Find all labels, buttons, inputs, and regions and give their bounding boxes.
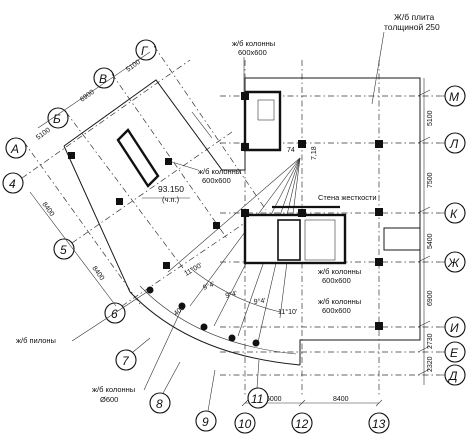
- label-col-top-line1: ж/б колонны: [232, 39, 275, 48]
- label-pylons: ж/б пилоны: [16, 336, 56, 345]
- angle-a2: 9°4': [202, 280, 216, 292]
- axis-marker-B: Б: [47, 107, 69, 129]
- dim-left-8400: 8400: [40, 201, 55, 218]
- axis-marker-M: М: [440, 85, 466, 107]
- svg-text:11: 11: [251, 392, 263, 406]
- axis-marker-12: 12: [291, 412, 313, 434]
- svg-text:М: М: [449, 90, 459, 104]
- svg-text:Е: Е: [450, 346, 459, 360]
- leader-col-round: [143, 307, 183, 391]
- label-slab-line1: Ж/б плита: [394, 12, 435, 22]
- angle-a5: 11°10': [278, 308, 297, 316]
- label-col-top-line2: 600х600: [238, 48, 267, 57]
- axis-marker-E: Е: [440, 341, 466, 363]
- label-col-mid-line1: ж/б колонны: [198, 167, 241, 176]
- svg-text:Д: Д: [447, 369, 458, 383]
- label-elevation: 93.150: [158, 184, 184, 194]
- dim-right-2320: 2320: [427, 356, 434, 372]
- bottom-dimension-chain: [241, 399, 383, 407]
- svg-text:А: А: [10, 142, 19, 156]
- leader-pylons: [71, 289, 151, 342]
- axis-marker-D: Д: [440, 364, 466, 386]
- label-stiff-wall: Стена жесткости: [318, 193, 377, 202]
- svg-text:8: 8: [156, 397, 163, 411]
- svg-text:Б: Б: [53, 112, 61, 126]
- svg-text:13: 13: [372, 417, 386, 431]
- svg-text:И: И: [450, 321, 459, 335]
- svg-text:9: 9: [202, 415, 209, 429]
- svg-text:В: В: [99, 72, 107, 86]
- dim-left-5100-top: 5100: [125, 59, 142, 74]
- svg-text:Л: Л: [449, 137, 459, 151]
- axis-marker-I: И: [440, 316, 466, 338]
- left-dimension-chain: [29, 51, 151, 307]
- svg-text:7: 7: [122, 354, 130, 368]
- dim-left-5100: 5100: [35, 127, 52, 142]
- axis-marker-10: 10: [234, 412, 256, 434]
- dim-right-6900: 6900: [427, 290, 434, 306]
- svg-text:К: К: [450, 207, 458, 221]
- svg-text:6: 6: [111, 307, 118, 321]
- dim-left-6900: 6900: [79, 89, 96, 104]
- label-col-r2-line2: 600х600: [322, 306, 351, 315]
- axis-marker-13: 13: [368, 412, 390, 434]
- axis-marker-9: 9: [195, 369, 217, 432]
- leader-slab: [371, 31, 385, 105]
- axis-marker-V: В: [93, 67, 115, 89]
- axis-marker-11: 11: [247, 359, 269, 409]
- angle-a4: 9°4': [253, 297, 266, 306]
- dim-right-5400: 5400: [427, 233, 434, 249]
- axis-marker-L: Л: [440, 132, 466, 154]
- label-col-r2-line1: ж/б колонны: [318, 297, 361, 306]
- axis-marker-7: 7: [115, 337, 151, 371]
- axis-marker-4: 4: [2, 172, 24, 194]
- dim-bottom-8400: 8400: [333, 396, 349, 403]
- core-walls: [116, 90, 347, 265]
- dim-right-2730: 2730: [427, 333, 434, 349]
- axis-marker-A: А: [5, 137, 27, 159]
- svg-text:4: 4: [9, 177, 16, 191]
- svg-text:10: 10: [238, 417, 252, 431]
- dim-left-8400b: 8400: [90, 265, 105, 282]
- axis-marker-Zh: Ж: [440, 251, 466, 273]
- angle-a3: 9°4': [225, 289, 239, 300]
- svg-text:12: 12: [295, 417, 309, 431]
- dim-right-5100: 5100: [427, 110, 434, 126]
- label-col-mid-line2: 600х600: [202, 176, 231, 185]
- leader-col-mid: [171, 161, 199, 171]
- axis-marker-K: К: [440, 202, 466, 224]
- label-col-r1-line2: 600х600: [322, 276, 351, 285]
- label-col-r1-line1: ж/б колонны: [318, 267, 361, 276]
- dim-inner-74: 74: [287, 147, 295, 154]
- svg-text:Ж: Ж: [447, 256, 460, 270]
- axis-marker-5: 5: [53, 238, 75, 260]
- svg-text:5: 5: [60, 243, 67, 257]
- dim-bottom-6000: 6000: [266, 396, 282, 403]
- label-col-round-line2: Ø600: [100, 395, 118, 404]
- label-elevation-sub: (ч.п.): [162, 195, 180, 204]
- dim-right-7500: 7500: [427, 172, 434, 188]
- label-slab-line2: толщиной 250: [384, 22, 440, 32]
- label-col-round-line1: ж/б колонны: [92, 385, 135, 394]
- svg-text:Г: Г: [141, 44, 149, 58]
- dim-inner-718: 7,18: [311, 146, 318, 160]
- axis-marker-8: 8: [149, 361, 181, 414]
- angle-a1: 11°00': [183, 261, 204, 278]
- building-outline: [63, 77, 421, 366]
- axis-marker-G: Г: [135, 39, 157, 61]
